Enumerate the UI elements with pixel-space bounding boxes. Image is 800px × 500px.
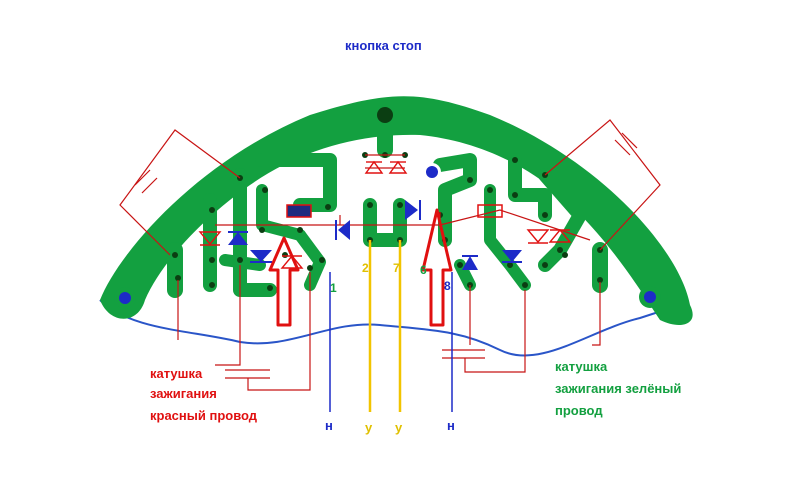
pin-7: 7 (393, 261, 400, 275)
label-wire-n-right: н (447, 418, 455, 433)
components (198, 160, 572, 270)
label-coil-red-1: катушка (150, 366, 203, 381)
label-coil-green-1: катушка (555, 359, 608, 374)
stop-diode-left (364, 160, 384, 174)
top-pad (377, 107, 393, 123)
diode-left-2 (228, 232, 248, 245)
blue-wires (329, 272, 453, 412)
label-stop-button: кнопка стоп (345, 38, 422, 53)
label-coil-green-3: провод (555, 403, 603, 418)
diode-right-4 (548, 228, 572, 243)
pin-1: 1 (330, 281, 337, 295)
pin-2: 2 (362, 261, 369, 275)
diode-left-4 (280, 254, 304, 269)
label-wire-y-right: у (395, 420, 403, 435)
diode-right-3 (526, 229, 550, 244)
diode-center-left (338, 220, 350, 240)
resistor-right (477, 204, 503, 218)
label-wire-n-left: н (325, 418, 333, 433)
label-wire-y-left: у (365, 420, 373, 435)
diode-left-3 (250, 250, 272, 262)
arrow-right (421, 208, 453, 327)
board-outline (99, 299, 681, 357)
mounting-hole-left-inner (119, 292, 131, 304)
label-coil-green-2: зажигания зелёный (555, 381, 681, 396)
label-coil-red-2: зажигания (150, 386, 217, 401)
mounting-hole-center-inner (426, 166, 438, 178)
diode-left-1 (198, 231, 222, 246)
yellow-wires (368, 240, 402, 412)
red-wiring (119, 119, 661, 391)
mounting-hole-right-inner (644, 291, 656, 303)
stop-diode-right (388, 160, 408, 174)
pads (172, 152, 603, 291)
diode-right-1 (462, 256, 478, 270)
pin-8: 8 (444, 279, 451, 293)
pin-6: 6 (420, 263, 427, 277)
resistor-left (286, 204, 312, 218)
diode-right-2 (502, 250, 522, 262)
pcb-arc (100, 96, 693, 325)
label-coil-red-3: красный провод (150, 408, 258, 423)
mounting-holes (114, 107, 661, 309)
diode-center-right (405, 200, 418, 220)
arrow-left (268, 236, 300, 327)
